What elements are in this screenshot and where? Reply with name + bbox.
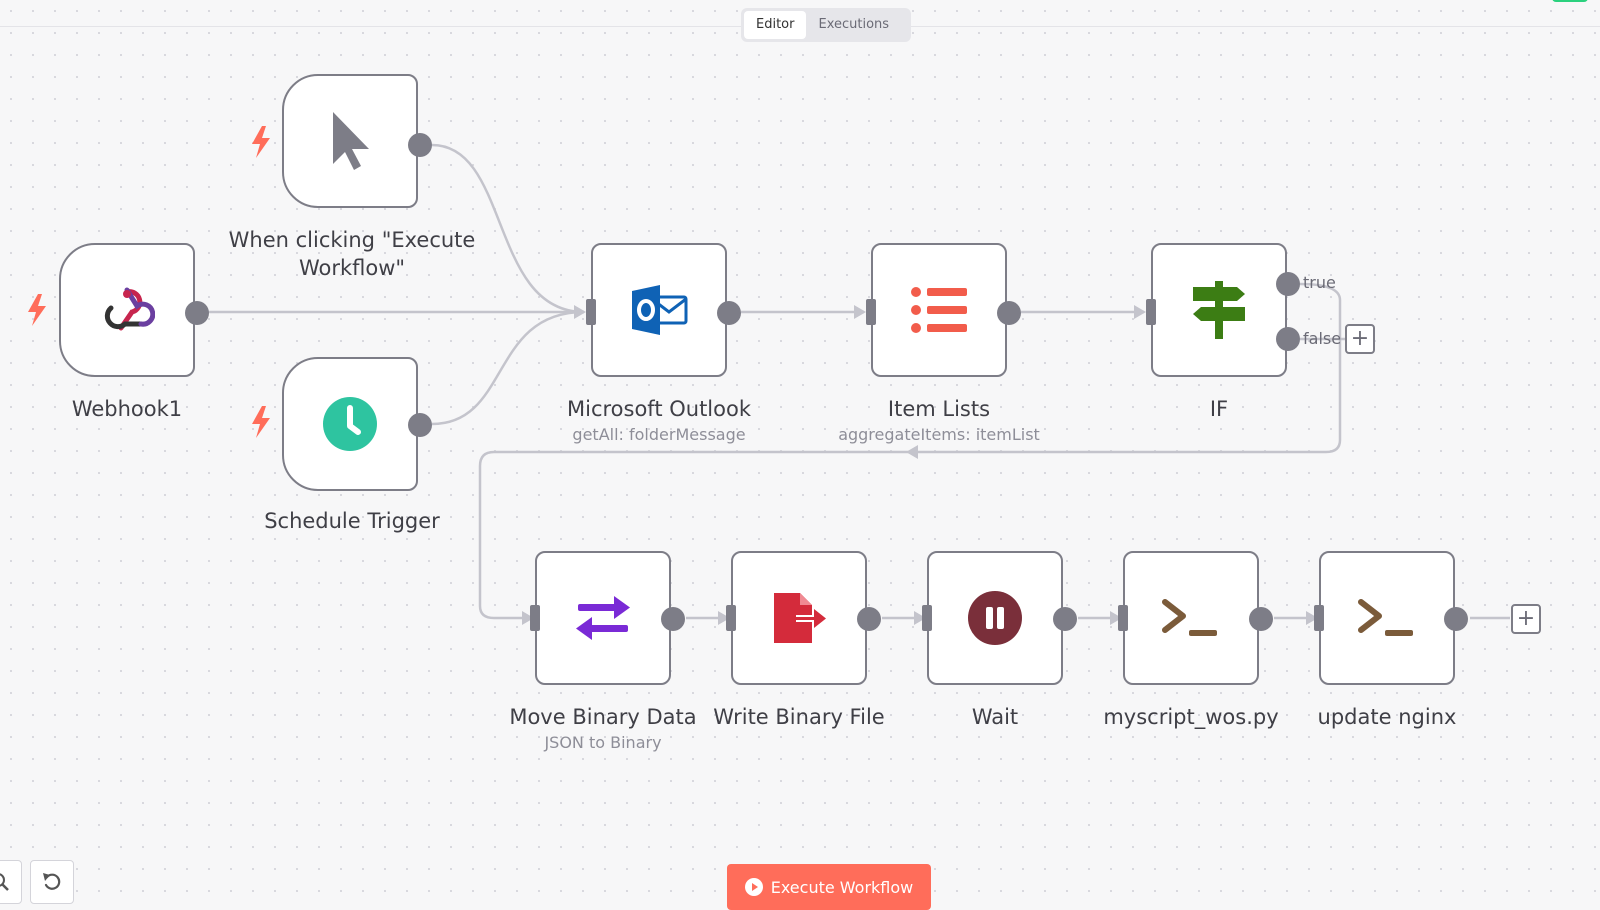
node-label: Schedule Trigger <box>264 509 440 533</box>
node-label: Webhook1 <box>71 397 183 421</box>
arrow-wait <box>914 611 926 625</box>
output-handle[interactable] <box>1053 607 1077 631</box>
trigger-bolt-icon <box>28 294 46 326</box>
clock-icon <box>323 397 377 451</box>
trigger-bolt-icon <box>252 406 270 438</box>
arrow-itemlists <box>854 305 866 319</box>
terminal-icon <box>1358 599 1413 636</box>
node-if[interactable] <box>1151 243 1287 377</box>
input-handle[interactable] <box>530 605 540 631</box>
node-sublabel: JSON to Binary <box>544 733 662 752</box>
arrow-nginx <box>1306 611 1318 625</box>
zoom-button[interactable] <box>0 860 22 904</box>
output-handle[interactable] <box>661 607 685 631</box>
output-handle[interactable] <box>185 301 209 325</box>
output-handle[interactable] <box>997 301 1021 325</box>
node-update-nginx[interactable] <box>1319 551 1455 685</box>
node-manual-trigger[interactable] <box>282 74 418 208</box>
branch-label-false: false <box>1303 329 1342 348</box>
node-myscript[interactable] <box>1123 551 1259 685</box>
add-node-button[interactable]: + <box>1511 604 1541 634</box>
execute-workflow-button[interactable]: Execute Workflow <box>727 864 931 910</box>
output-handle[interactable] <box>1444 607 1468 631</box>
webhook-icon <box>104 287 155 331</box>
play-icon <box>744 878 763 896</box>
file-export-icon <box>774 593 826 643</box>
node-move-binary-data[interactable] <box>535 551 671 685</box>
node-schedule-trigger[interactable] <box>282 357 418 491</box>
status-indicator <box>1552 0 1588 2</box>
node-sublabel: aggregateItems: itemList <box>838 425 1040 444</box>
output-handle-false[interactable] <box>1276 327 1300 351</box>
node-label: Write Binary File <box>713 705 885 729</box>
node-sublabel: getAll: folderMessage <box>572 425 746 444</box>
node-label: IF <box>1209 397 1229 421</box>
node-microsoft-outlook[interactable] <box>591 243 727 377</box>
arrow-myscript <box>1110 611 1122 625</box>
output-handle[interactable] <box>408 133 432 157</box>
output-handle[interactable] <box>717 301 741 325</box>
edge-if-true-move <box>478 282 1342 620</box>
terminal-icon <box>1162 599 1217 636</box>
node-item-lists[interactable] <box>871 243 1007 377</box>
undo-button[interactable] <box>30 860 74 904</box>
node-label: update nginx <box>1317 705 1457 729</box>
input-handle[interactable] <box>922 605 932 631</box>
output-handle[interactable] <box>408 413 432 437</box>
node-label: When clicking "Execute Workflow" <box>228 228 476 280</box>
swap-arrows-icon <box>576 596 630 640</box>
output-handle[interactable] <box>1249 607 1273 631</box>
node-wait[interactable] <box>927 551 1063 685</box>
node-label: Wait <box>971 705 1019 729</box>
node-webhook[interactable] <box>59 243 195 377</box>
arrow-loop <box>906 445 918 459</box>
arrow-move <box>522 611 534 625</box>
search-icon <box>0 873 9 891</box>
pause-icon <box>968 591 1022 645</box>
input-handle[interactable] <box>1314 605 1324 631</box>
trigger-bolt-icon <box>252 126 270 158</box>
input-handle[interactable] <box>726 605 736 631</box>
node-label: Item Lists <box>887 397 991 421</box>
output-handle-true[interactable] <box>1276 272 1300 296</box>
branch-label-true: true <box>1303 273 1336 292</box>
input-handle[interactable] <box>866 299 876 325</box>
output-handle[interactable] <box>857 607 881 631</box>
node-label: Move Binary Data <box>509 705 697 729</box>
node-write-binary-file[interactable] <box>731 551 867 685</box>
node-label: Microsoft Outlook <box>566 397 751 421</box>
tab-executions[interactable]: Executions <box>818 17 890 32</box>
outlook-icon <box>632 285 688 335</box>
input-handle[interactable] <box>1118 605 1128 631</box>
execute-workflow-label: Execute Workflow <box>770 877 914 897</box>
list-icon <box>911 287 967 333</box>
node-label: myscript_wos.py <box>1103 705 1279 729</box>
arrow-write <box>718 611 730 625</box>
edge-manual-outlook <box>431 143 585 314</box>
signpost-icon <box>1193 281 1245 339</box>
undo-icon <box>43 873 61 890</box>
view-tabs: Editor Executions <box>741 8 911 42</box>
tab-editor[interactable]: Editor <box>744 11 807 39</box>
arrow-if <box>1134 305 1146 319</box>
arrow-outlook <box>574 305 586 319</box>
add-node-button[interactable]: + <box>1345 324 1375 354</box>
input-handle[interactable] <box>586 299 596 325</box>
input-handle[interactable] <box>1146 299 1156 325</box>
edge-schedule-outlook <box>431 310 585 426</box>
cursor-icon <box>333 112 369 170</box>
